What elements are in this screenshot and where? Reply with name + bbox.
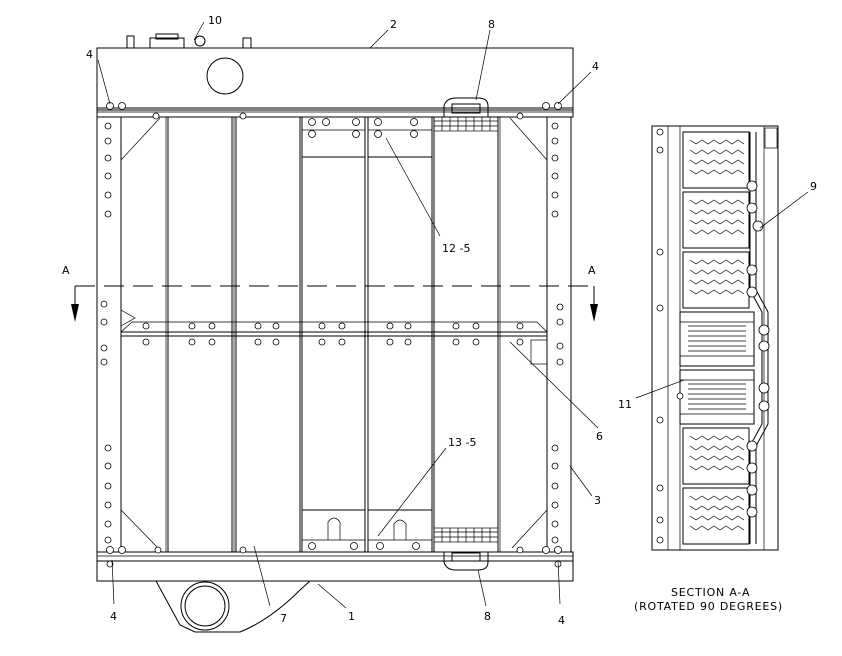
- section-caption-title: SECTION A-A: [671, 586, 750, 599]
- section-caption-subtitle: (ROTATED 90 DEGREES): [634, 600, 783, 613]
- section-mark-right: A: [588, 264, 596, 277]
- right-side-frame: [509, 116, 572, 553]
- mesh-pad-bottom: [433, 527, 499, 543]
- section-line: [71, 285, 598, 322]
- section-view: [635, 125, 809, 551]
- top-bracket: [443, 97, 489, 117]
- callout-4-bottom-left: 4: [110, 610, 117, 623]
- core-fin-blocks: [682, 131, 750, 545]
- center-slotted-blocks: [679, 311, 755, 425]
- callout-3: 3: [594, 494, 601, 507]
- leader-lines: [97, 21, 599, 609]
- callout-9: 9: [810, 180, 817, 193]
- callout-1: 1: [348, 610, 355, 623]
- bottom-tank: [96, 551, 574, 633]
- callout-4-bottom-right: 4: [558, 614, 565, 627]
- top-bracket-plate: [451, 103, 481, 114]
- bolts: [100, 102, 564, 568]
- mesh-pad-top: [433, 116, 499, 132]
- section-mark-left: A: [62, 264, 70, 277]
- callout-6: 6: [596, 430, 603, 443]
- core-sections: [120, 116, 548, 553]
- section-bolts: [656, 128, 770, 544]
- top-tank: [96, 33, 574, 118]
- callout-11: 11: [618, 398, 632, 411]
- bottom-bracket: [443, 552, 489, 571]
- callout-10: 10: [208, 14, 222, 27]
- callout-12: 12 -5: [442, 242, 470, 255]
- front-view: [71, 21, 599, 633]
- bottom-bracket-plate: [451, 552, 481, 562]
- callout-8-bottom: 8: [484, 610, 491, 623]
- callout-13: 13 -5: [448, 436, 476, 449]
- callout-labels: 1 2 3 4 4 4 4 6 7 8 8 9 10 11 12 -5 13 -…: [62, 14, 817, 627]
- callout-2: 2: [390, 18, 397, 31]
- callout-4-top-right: 4: [592, 60, 599, 73]
- callout-8-top: 8: [488, 18, 495, 31]
- callout-4-top-left: 4: [86, 48, 93, 61]
- callout-7: 7: [280, 612, 287, 625]
- center-tie-bar: [120, 321, 548, 337]
